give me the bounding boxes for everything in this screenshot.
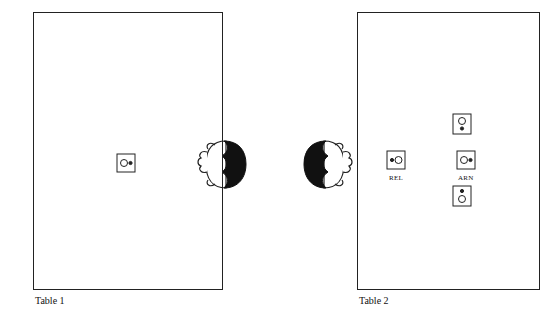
seat-marker <box>387 151 405 169</box>
seat-marker <box>457 151 475 169</box>
person-top-view <box>304 141 352 188</box>
table-name: Table 2 <box>359 295 389 306</box>
seat-marker <box>453 114 471 134</box>
table-outline: Table 2 <box>357 12 540 290</box>
seat-marker <box>453 186 471 206</box>
table-outline: Table 1 <box>33 12 223 290</box>
seat-label: ARN <box>457 174 475 182</box>
person-top-view <box>198 141 246 188</box>
seat-label: REL <box>388 174 404 182</box>
table-name: Table 1 <box>35 295 65 306</box>
seat-marker <box>117 154 135 172</box>
